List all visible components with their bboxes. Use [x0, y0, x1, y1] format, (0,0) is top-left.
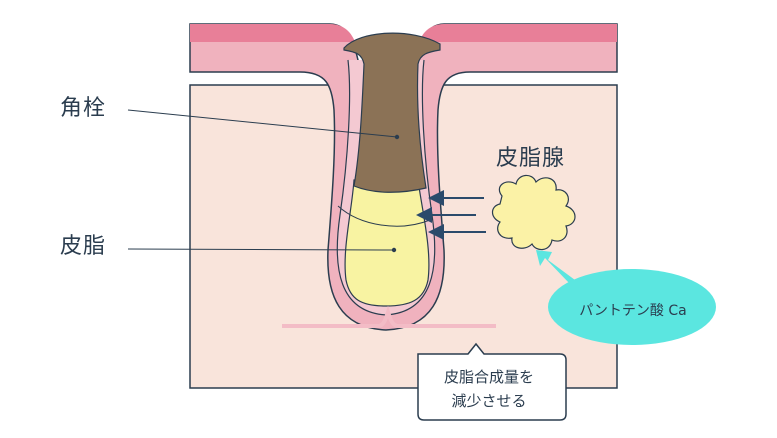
sebum-body: [344, 179, 430, 307]
keratin-plug-label: 角栓: [60, 96, 107, 121]
sebum-label: 皮脂: [60, 234, 107, 259]
ingredient-callout: [548, 269, 716, 345]
sebaceous-gland: [491, 174, 576, 251]
sebum-inner-line: [337, 205, 431, 227]
sebaceous-gland-label: 皮脂腺: [496, 146, 566, 171]
sebum-leader: [127, 248, 395, 251]
keratin-plug-leader: [127, 109, 398, 138]
follicle-base-highlight: [282, 305, 496, 328]
effect-speech-box: [417, 342, 567, 421]
skin-top-strip-right: [419, 24, 617, 42]
effect-text-line2: 減少させる: [451, 392, 527, 410]
keratin-plug: [343, 32, 441, 193]
skin-top-strip-left: [190, 24, 355, 42]
ingredient-callout-arrow: [536, 250, 575, 284]
effect-text-line1: 皮脂合成量を: [443, 368, 534, 386]
ingredient-callout-text: パントテン酸 Ca: [579, 303, 687, 319]
